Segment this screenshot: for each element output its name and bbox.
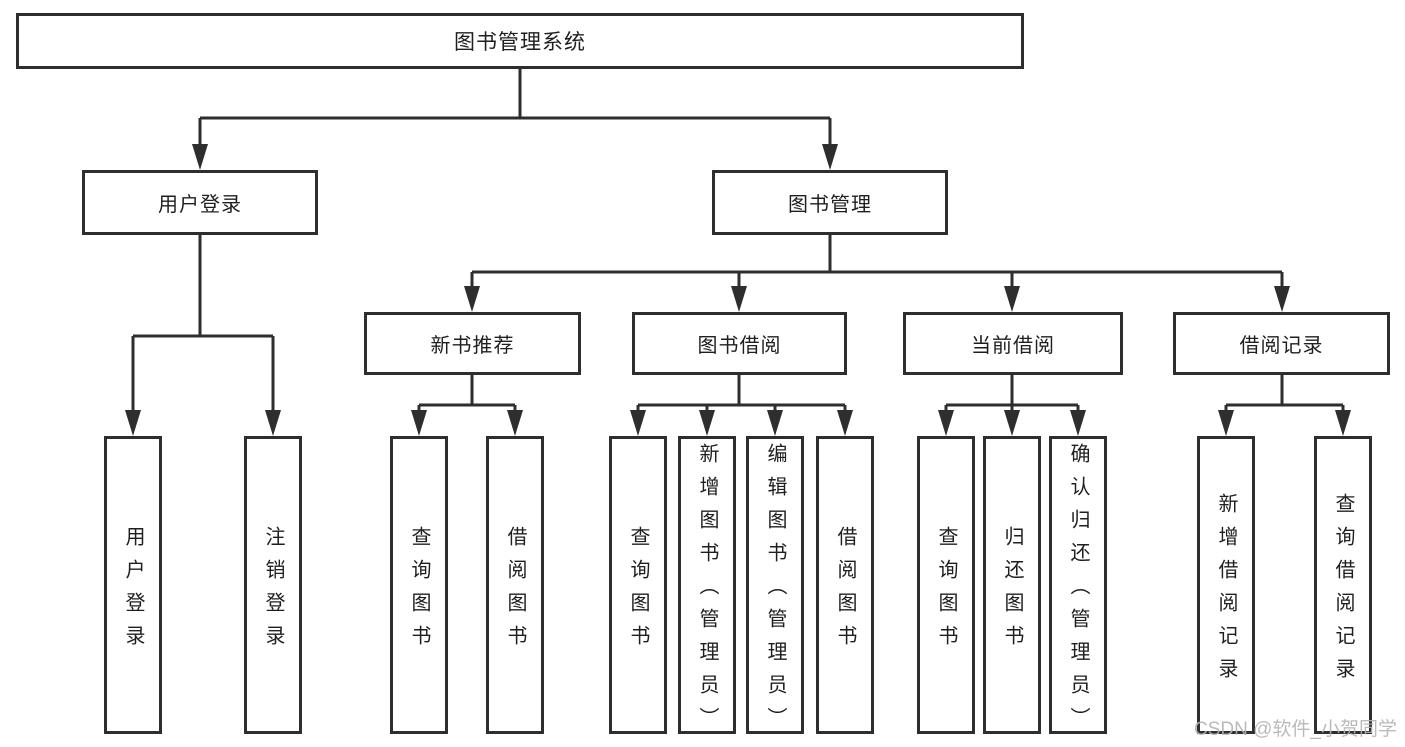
arrowhead [507,410,523,436]
node-leaf-rec-query-label: 查询图书 [408,525,430,658]
node-leaf-current-query: 查询图书 [917,436,975,734]
arrowhead [411,410,427,436]
node-leaf-borrow-add: 新增图书（管理员） [678,436,736,740]
node-new-book-rec: 新书推荐 [364,312,581,375]
arrowhead [1070,410,1086,436]
arrowhead [1004,286,1020,312]
arrowhead [731,286,747,312]
node-current-borrow: 当前借阅 [903,312,1123,375]
node-root-label: 图书管理系统 [454,31,586,54]
node-borrow-records-label: 借阅记录 [1239,335,1324,357]
node-leaf-records-query: 查询借阅记录 [1314,436,1372,734]
connector-book-mgmt [470,235,1284,294]
arrowheads [125,144,1351,436]
node-leaf-borrow-borrow: 借阅图书 [816,436,874,734]
node-leaf-borrow-add-label: 新增图书（管理员） [696,443,718,740]
connector-borrow-records [1224,375,1345,418]
arrowhead [1274,286,1290,312]
arrowhead [938,410,954,436]
node-leaf-user-login-label: 用户登录 [122,525,144,658]
node-book-mgmt: 图书管理 [712,170,948,235]
node-leaf-logout-label: 注销登录 [262,525,284,658]
node-leaf-logout: 注销登录 [244,436,302,734]
node-leaf-current-confirm: 确认归还（管理员） [1049,436,1107,740]
node-leaf-current-return-label: 归还图书 [1001,525,1023,658]
node-leaf-borrow-query-label: 查询图书 [627,525,649,658]
arrowhead [1218,410,1234,436]
arrowhead [822,144,838,170]
connector-new-book-rec [417,375,517,418]
arrowhead [464,286,480,312]
node-leaf-rec-borrow: 借阅图书 [486,436,544,734]
connector-root [198,69,832,152]
node-leaf-records-query-label: 查询借阅记录 [1332,492,1354,691]
node-leaf-records-add: 新增借阅记录 [1197,436,1255,734]
arrowhead [125,410,141,436]
node-leaf-current-confirm-label: 确认归还（管理员） [1067,443,1089,740]
node-book-borrow-label: 图书借阅 [697,335,782,357]
connector-user-login [131,235,275,418]
arrowhead [1004,410,1020,436]
node-leaf-rec-borrow-label: 借阅图书 [504,525,526,658]
arrowhead [699,410,715,436]
arrowhead [630,410,646,436]
arrowhead [837,410,853,436]
node-leaf-borrow-edit: 编辑图书（管理员） [746,436,804,740]
node-user-login-label: 用户登录 [158,194,242,216]
node-leaf-borrow-edit-label: 编辑图书（管理员） [764,443,786,740]
node-book-mgmt-label: 图书管理 [788,194,872,216]
arrowhead [265,410,281,436]
node-leaf-borrow-query: 查询图书 [609,436,667,734]
node-root: 图书管理系统 [16,13,1024,69]
node-leaf-borrow-borrow-label: 借阅图书 [834,525,856,658]
node-user-login: 用户登录 [82,170,318,235]
arrowhead [1335,410,1351,436]
node-leaf-records-add-label: 新增借阅记录 [1215,492,1237,691]
node-book-borrow: 图书借阅 [632,312,847,375]
node-leaf-current-query-label: 查询图书 [935,525,957,658]
node-current-borrow-label: 当前借阅 [971,335,1055,357]
connector-book-borrow [636,375,847,418]
arrowhead [192,144,208,170]
node-new-book-rec-label: 新书推荐 [430,335,515,357]
node-leaf-current-return: 归还图书 [983,436,1041,734]
arrowhead [767,410,783,436]
node-leaf-rec-query: 查询图书 [390,436,448,734]
node-leaf-user-login: 用户登录 [104,436,162,734]
node-borrow-records: 借阅记录 [1173,312,1390,375]
